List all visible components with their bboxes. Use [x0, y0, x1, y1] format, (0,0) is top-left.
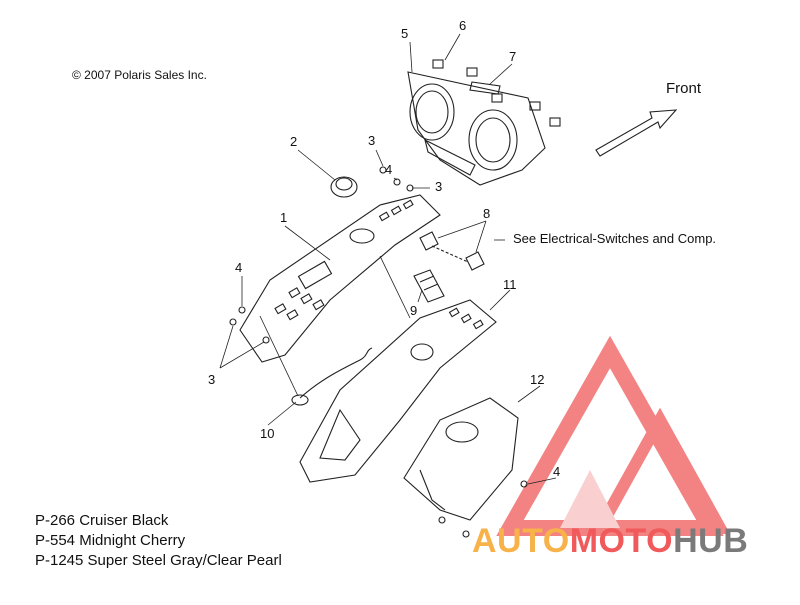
callout-6: 6	[459, 18, 466, 33]
callout-4b: 4	[235, 260, 242, 275]
callout-4c: 4	[553, 464, 560, 479]
callout-2: 2	[290, 134, 297, 149]
callout-9: 9	[410, 303, 417, 318]
front-arrow-icon	[595, 109, 678, 157]
watermark-part-1: AUTO	[472, 522, 570, 560]
callout-8: 8	[483, 206, 490, 221]
see-electrical-note: See Electrical-Switches and Comp.	[513, 231, 717, 246]
callout-10: 10	[260, 426, 274, 441]
leader-lines	[219, 33, 557, 485]
callout-labels: 1 2 3 3 3 3 4 4 4 5 6 7 8 9 10 11 12	[208, 18, 560, 479]
callout-3b: 3	[435, 179, 442, 194]
clip-part	[432, 59, 561, 127]
color-option: P-554 Midnight Cherry	[35, 532, 186, 549]
copyright-text: © 2007 Polaris Sales Inc.	[72, 68, 207, 82]
lower-panel-part	[403, 397, 519, 521]
callout-11: 11	[503, 277, 517, 292]
fuel-cap-part	[330, 176, 358, 198]
callout-7: 7	[509, 49, 516, 64]
switch-part	[419, 231, 485, 271]
console-lower-part	[299, 299, 497, 483]
front-label: Front	[666, 80, 702, 97]
fastener-part	[229, 166, 528, 538]
instrument-pod-part	[407, 71, 546, 186]
bracket-part	[413, 269, 445, 303]
callout-3c: 3	[208, 372, 215, 387]
callout-1: 1	[280, 210, 287, 225]
callout-3a: 3	[368, 133, 375, 148]
callout-5: 5	[401, 26, 408, 41]
callout-12: 12	[530, 372, 544, 387]
callout-4a: 4	[385, 162, 392, 177]
color-options-list: P-266 Cruiser Black P-554 Midnight Cherr…	[35, 511, 282, 571]
color-option: P-1245 Super Steel Gray/Clear Pearl	[35, 552, 282, 569]
watermark-part-2: MOTO	[569, 522, 674, 560]
console-top-part	[239, 194, 441, 363]
watermark-text: AUTOMOTOHUB	[472, 522, 748, 561]
color-option: P-266 Cruiser Black	[35, 512, 169, 529]
pad-part	[469, 81, 501, 95]
watermark-part-3: HUB	[673, 522, 749, 560]
watermark-logo-icon	[496, 335, 731, 536]
harness-part	[291, 347, 373, 406]
